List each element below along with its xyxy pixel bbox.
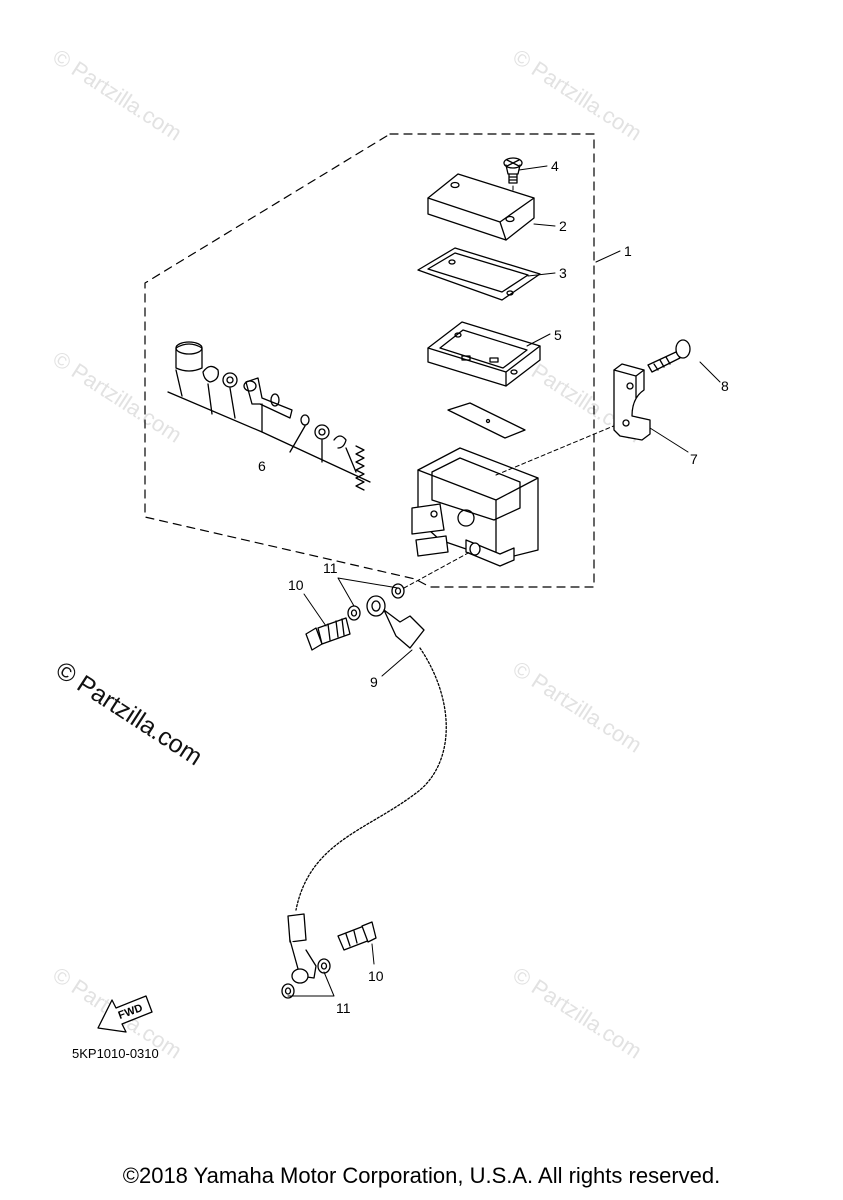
- part-3-plate: [417, 247, 541, 301]
- float-plate: [447, 402, 526, 439]
- part-9-brake-hose: [287, 595, 447, 984]
- callout-4: 4: [551, 158, 559, 174]
- part-6-piston-kit: [167, 341, 371, 491]
- callout-9: 9: [370, 674, 378, 690]
- callout-10-upper: 10: [288, 577, 304, 593]
- leader-lines: [287, 165, 721, 997]
- part-2-cap: [427, 173, 535, 241]
- part-7-holder: [613, 363, 651, 441]
- drawing-code: 5KP1010-0310: [72, 1046, 159, 1061]
- part-10-union-bolt-lower: [337, 921, 377, 951]
- fwd-arrow-icon: [97, 995, 153, 1033]
- callout-1: 1: [624, 243, 632, 259]
- callout-11-upper: 11: [323, 560, 338, 576]
- part-8-bolt: [647, 339, 691, 373]
- callout-7: 7: [690, 451, 698, 467]
- assembly-boundary: [144, 133, 595, 588]
- part-5-diaphragm: [427, 321, 541, 387]
- callout-3: 3: [559, 265, 567, 281]
- callout-10-lower: 10: [368, 968, 384, 984]
- callout-11-lower: 11: [336, 1000, 351, 1016]
- callout-8: 8: [721, 378, 729, 394]
- master-cylinder-body: [411, 447, 539, 567]
- callout-2: 2: [559, 218, 567, 234]
- callout-5: 5: [554, 327, 562, 343]
- copyright-notice: ©2018 Yamaha Motor Corporation, U.S.A. A…: [122, 1163, 721, 1188]
- part-10-union-bolt-upper: [305, 617, 351, 651]
- callout-6: 6: [258, 458, 266, 474]
- part-4-screw: [503, 157, 523, 184]
